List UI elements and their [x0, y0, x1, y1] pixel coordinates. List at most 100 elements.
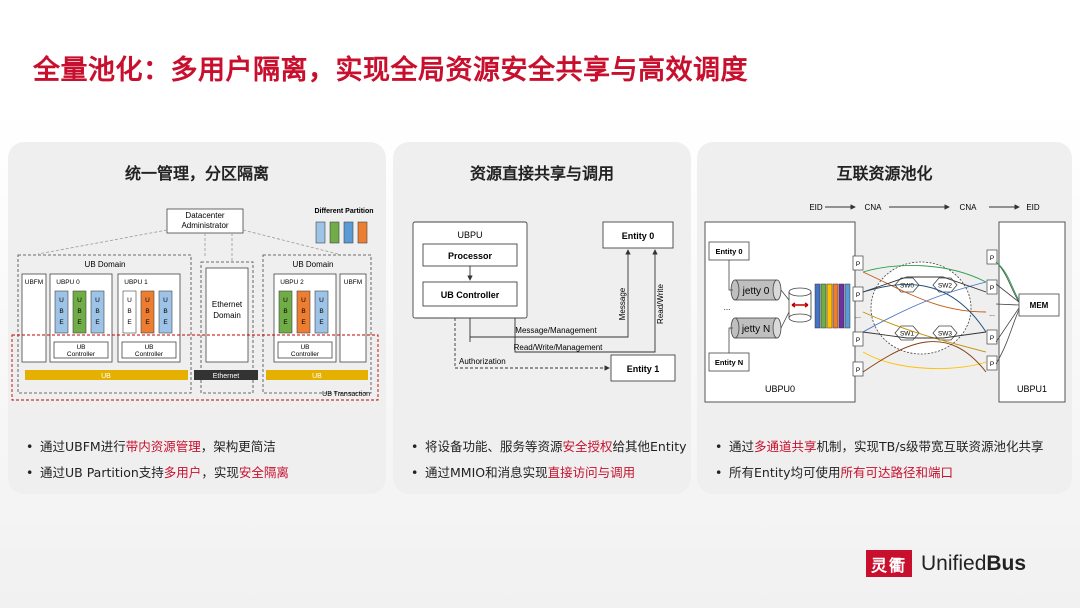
- message-management-line: [469, 249, 631, 338]
- switch-cloud: [870, 261, 972, 355]
- ube-letter: B: [319, 308, 323, 315]
- controller-label: UB: [144, 344, 153, 351]
- ub-bar: [266, 370, 368, 380]
- ub-controller-box: [422, 281, 518, 307]
- ube-block: [140, 290, 155, 334]
- partition-color-swatch: [329, 221, 340, 244]
- routes: [862, 264, 987, 373]
- channel-group: [814, 283, 851, 329]
- ubpu2-label: UBPU 2: [280, 279, 304, 286]
- panel-unified-management: 统一管理，分区隔离 Datacenter Administrator Diffe…: [8, 142, 386, 494]
- switch-label: SW2: [938, 283, 952, 290]
- bullet-item: •将设备功能、服务等资源安全授权给其他Entity: [411, 439, 687, 454]
- ethernet-domain-label: Domain: [213, 311, 241, 320]
- bullet-list: •通过UBFM进行带内资源管理，架构更简洁 •通过UB Partition支持多…: [26, 434, 289, 486]
- bullet-item: •通过UB Partition支持多用户，实现安全隔离: [26, 465, 289, 480]
- ube-letter: U: [301, 297, 306, 304]
- ethernet-bar: [194, 370, 258, 380]
- ubpu0-label: UBPU 0: [56, 279, 80, 286]
- switch-label: SW3: [938, 331, 952, 338]
- port-box: [852, 255, 864, 271]
- partition-diagram: Datacenter Administrator Different Parti…: [11, 208, 379, 401]
- message-management-label: Message/Management: [515, 326, 597, 335]
- ube-block: [90, 290, 105, 334]
- logo-text: UnifiedBus: [921, 551, 1027, 575]
- ube-block: [158, 290, 173, 334]
- port-label: P: [856, 261, 860, 268]
- ub-controller: [121, 341, 177, 359]
- channel-bar: [832, 283, 839, 329]
- ube-letter: U: [59, 297, 64, 304]
- port-box: [986, 249, 998, 265]
- channel-bar: [814, 283, 821, 329]
- port-dots: ...: [989, 311, 995, 318]
- entity0-label: Entity 0: [715, 247, 742, 256]
- ube-block: [314, 290, 329, 334]
- ube-letter: U: [163, 297, 168, 304]
- ub-bar: [25, 370, 188, 380]
- port-label: P: [856, 292, 860, 299]
- sharing-diagram: UBPU Processor UB Controller Entity 0 En…: [412, 221, 676, 382]
- ub-controller: [53, 341, 109, 359]
- cna-label: CNA: [960, 203, 978, 212]
- ub-bar-label: UB: [312, 373, 322, 380]
- port-box: [852, 361, 864, 377]
- partition-color-swatch: [343, 221, 354, 244]
- jetty0-queue: [730, 279, 782, 301]
- ube-letter: E: [127, 319, 132, 326]
- logo-mark: 灵衢: [866, 550, 913, 577]
- panel-interconnect-pooling: 互联资源池化 EID CNA CNA EID UBPU0 Entity 0 En…: [697, 142, 1072, 494]
- jettyN-label: jetty N: [741, 324, 770, 335]
- bullet-list: •将设备功能、服务等资源安全授权给其他Entity •通过MMIO和消息实现直接…: [411, 434, 687, 486]
- ube-block: [278, 290, 293, 334]
- port-label: P: [990, 255, 994, 262]
- ube-letter: E: [59, 319, 64, 326]
- panel-title: 资源直接共享与调用: [469, 164, 614, 183]
- jetty-link: [780, 289, 790, 329]
- authorization-line: [454, 318, 610, 371]
- authorization-label: Authorization: [459, 357, 506, 366]
- processor-label: Processor: [448, 251, 493, 261]
- port-label: P: [856, 337, 860, 344]
- read-write-label: Read/Write: [656, 284, 665, 324]
- ub-controller: [277, 341, 333, 359]
- eid-label: EID: [1026, 203, 1040, 212]
- port-box: [852, 286, 864, 302]
- controller-label: UB: [76, 344, 85, 351]
- partition-color-swatch: [357, 221, 368, 244]
- unifiedbus-logo: 灵衢 UnifiedBus: [866, 550, 1026, 577]
- ube-letter: U: [319, 297, 324, 304]
- entity0-label: Entity 0: [622, 231, 655, 241]
- ub-domain-label: UB Domain: [293, 260, 334, 269]
- entityN-label: Entity N: [715, 358, 743, 367]
- channel-bar: [838, 283, 845, 329]
- ube-letter: B: [77, 308, 81, 315]
- admin-arrow: [242, 229, 339, 255]
- ube-letter: E: [319, 319, 324, 326]
- port-label: P: [990, 285, 994, 292]
- port-dots: ...: [855, 313, 861, 320]
- admin-arrow: [37, 229, 168, 255]
- bullet-item: •所有Entity均可使用所有可达路径和端口: [715, 465, 954, 480]
- ethernet-bar-label: Ethernet: [213, 373, 240, 380]
- partition-legend: [315, 221, 368, 244]
- switch-label: SW0: [900, 283, 914, 290]
- ube-letter: U: [145, 297, 150, 304]
- switch-label: SW1: [900, 331, 914, 338]
- ube-letter: U: [95, 297, 100, 304]
- ub-transaction-box: [11, 334, 379, 401]
- ubpu-label: UBPU: [457, 230, 482, 240]
- ubpu1-label: UBPU 1: [124, 279, 148, 286]
- controller-label: Controller: [291, 351, 320, 358]
- ube-letter: E: [145, 319, 150, 326]
- bullet-item: •通过UBFM进行带内资源管理，架构更简洁: [26, 439, 276, 454]
- ube-letter: U: [127, 297, 132, 304]
- ethernet-inner: [205, 267, 249, 363]
- port-box: [852, 331, 864, 347]
- ub-transaction-label: UB Transaction: [322, 391, 370, 398]
- crossbar-queue: [788, 287, 812, 323]
- bullet-item: •通过MMIO和消息实现直接访问与调用: [411, 465, 636, 480]
- ub-bar-label: UB: [101, 373, 111, 380]
